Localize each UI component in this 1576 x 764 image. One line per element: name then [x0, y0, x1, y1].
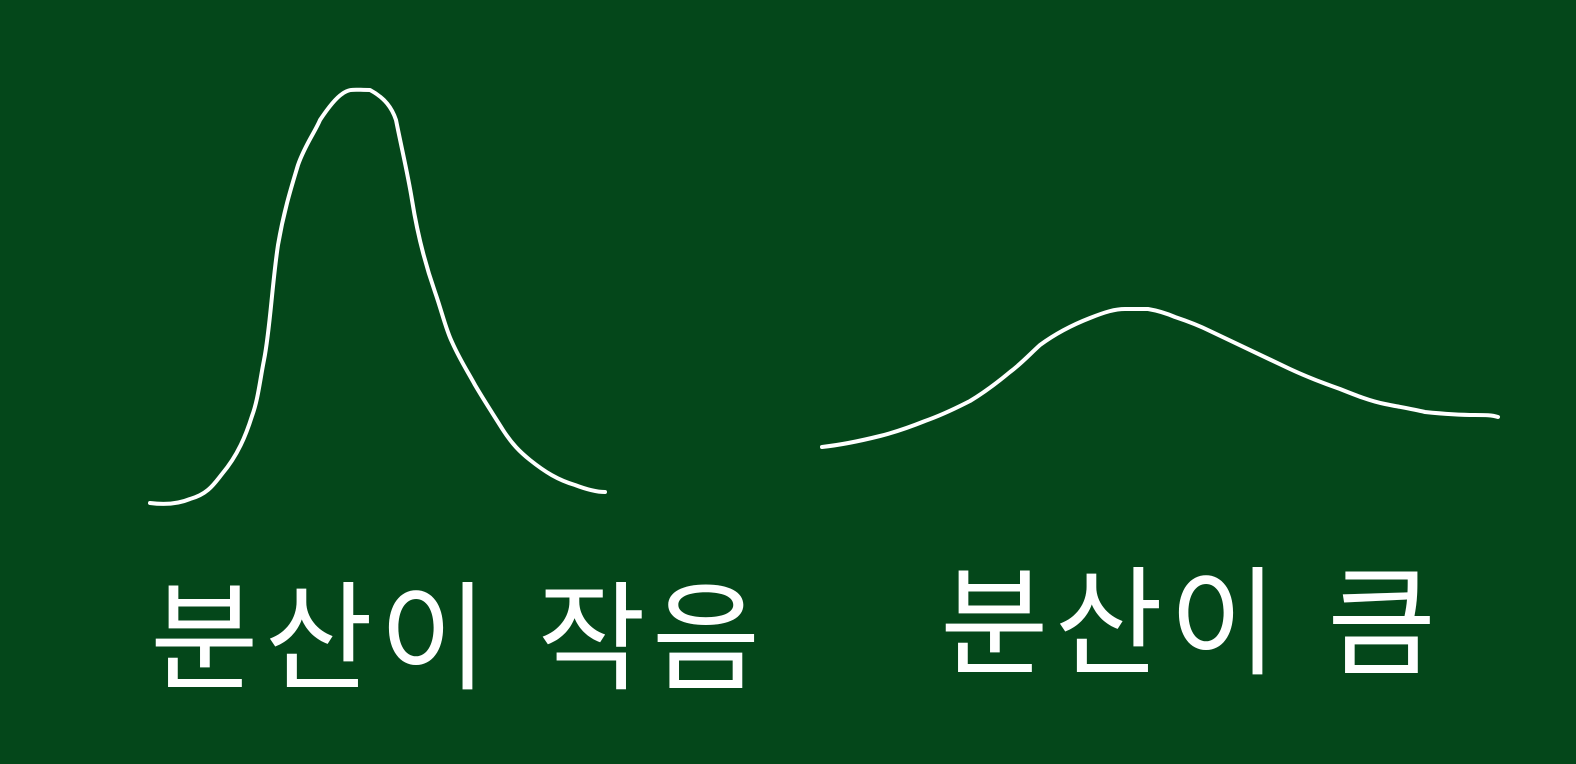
wide-bell-curve — [820, 307, 1500, 449]
small-variance-label: 분산이 작음 — [150, 570, 767, 708]
narrow-bell-curve — [148, 87, 607, 506]
large-variance-label: 분산이 큼 — [940, 555, 1442, 693]
